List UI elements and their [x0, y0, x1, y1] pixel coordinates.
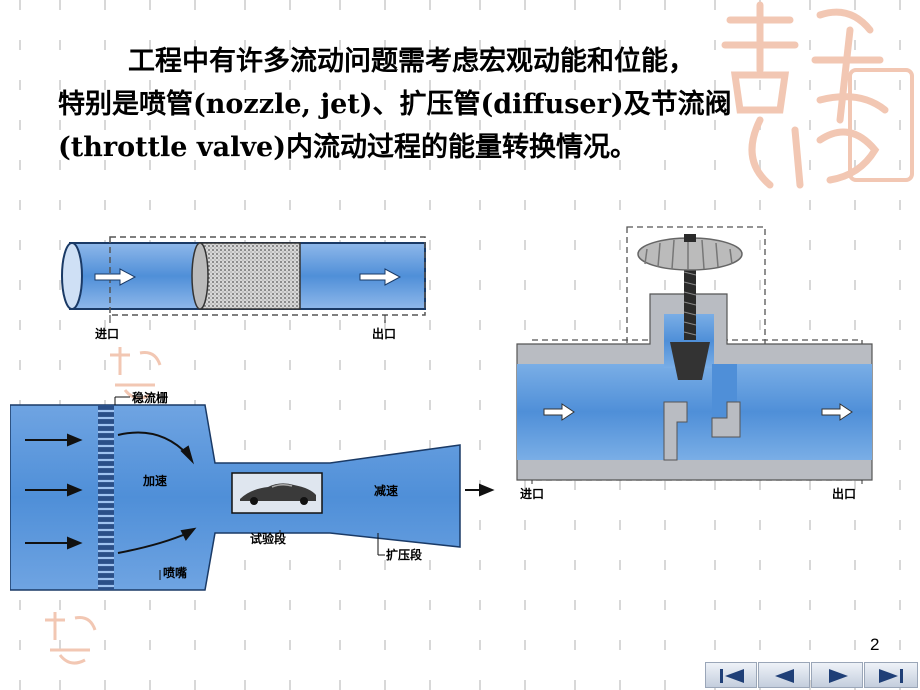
first-page-icon	[720, 669, 744, 683]
flow-arrow-icon	[543, 403, 853, 421]
nozzle-diffuser-figure	[10, 396, 495, 591]
slide-paragraph: 工程中有许多流动问题需考虑宏观动能和位能， 特别是喷管(nozzle, jet)…	[58, 40, 878, 169]
page-number: 2	[870, 635, 880, 654]
last-page-button[interactable]	[864, 662, 918, 688]
throttle-valve-figure	[516, 226, 873, 484]
flow-arrow-icon	[94, 268, 402, 286]
pipe-outlet-label: 出口	[372, 327, 397, 341]
pipe-left-end	[61, 242, 83, 310]
porous-plug	[199, 242, 301, 310]
decorative-seal-watermark-middle	[110, 347, 162, 400]
pipe-inlet-label: 进口	[95, 327, 120, 341]
valve-handwheel	[637, 237, 743, 271]
paragraph-line-3: (throttle valve)内流动过程的能量转换情况。	[58, 132, 637, 163]
paragraph-line-1: 工程中有许多流动问题需考虑宏观动能和位能，	[128, 46, 695, 77]
decorative-seal-watermark-top	[721, 1, 914, 189]
flow-straightener-screen	[98, 405, 114, 590]
flow-screen-label: 稳流栅	[132, 391, 169, 405]
accelerate-label: 加速	[143, 474, 168, 488]
next-page-button[interactable]	[811, 662, 863, 688]
flow-arrow-icon	[25, 431, 495, 554]
first-page-button[interactable]	[705, 662, 757, 688]
porous-plug-pipe-figure	[61, 236, 426, 323]
car-model-icon	[240, 483, 316, 505]
decelerate-label: 减速	[374, 484, 399, 498]
decorative-seal-watermark-bottom	[45, 612, 97, 665]
previous-page-icon	[775, 669, 794, 683]
valve-inlet-label: 进口	[520, 487, 545, 501]
previous-page-button[interactable]	[758, 662, 810, 688]
diffuser-section-label: 扩压段	[386, 548, 423, 562]
nozzle-label: 喷嘴	[163, 566, 188, 580]
test-section-label: 试验段	[250, 532, 287, 546]
valve-outlet-label: 出口	[832, 487, 857, 501]
next-page-icon	[829, 669, 848, 683]
valve-plug	[670, 342, 710, 380]
last-page-icon	[879, 669, 903, 683]
paragraph-line-2: 特别是喷管(nozzle, jet)、扩压管(diffuser)及节流阀	[58, 89, 732, 120]
